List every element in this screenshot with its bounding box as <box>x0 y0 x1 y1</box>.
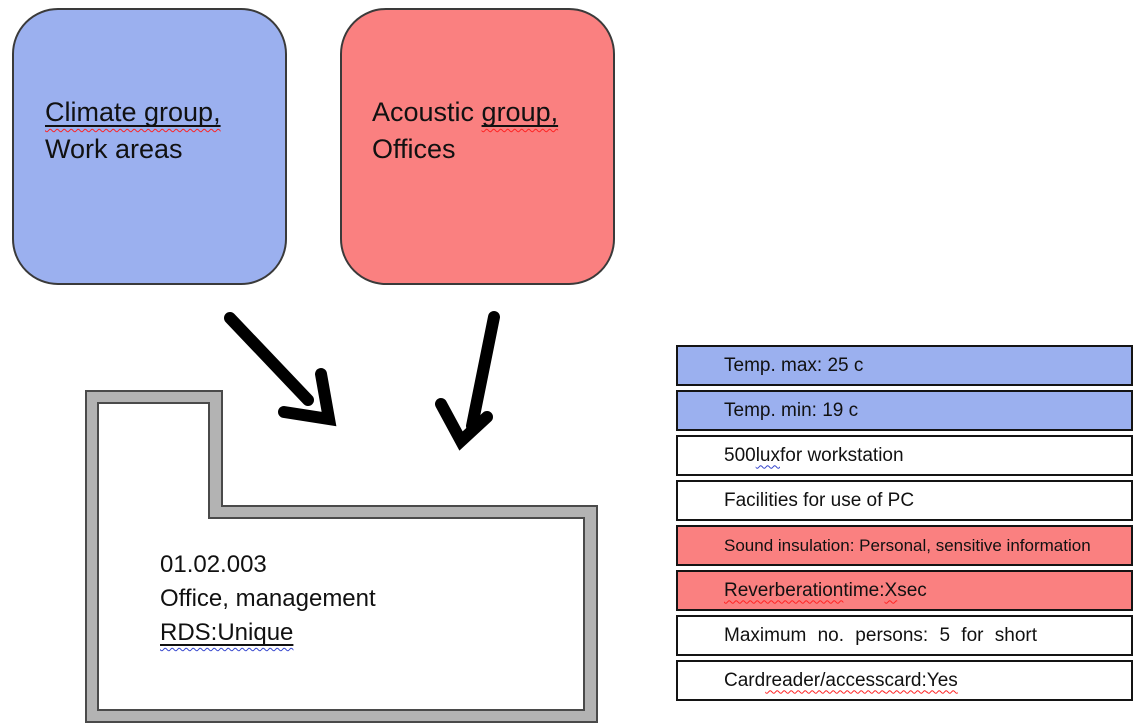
plain-text: Acoustic <box>372 97 482 127</box>
requirements-table: Temp. max: 25 c Temp. min: 19 c 500 lux fo… <box>676 345 1133 705</box>
misspelled-word: Reverberation <box>724 579 844 601</box>
thick-arrow-left-icon <box>224 312 337 427</box>
requirement-row: Card reader/access card: Yes <box>676 660 1133 701</box>
row-text: Card <box>724 669 766 691</box>
acoustic-box-title-line2: Offices <box>372 134 456 164</box>
row-text: Temp. min: 19 c <box>724 399 859 421</box>
arrow-head <box>278 368 337 427</box>
requirement-row: Facilities for use of PC <box>676 480 1133 521</box>
misspelled-word: reader/access <box>765 669 885 691</box>
climate-box-title: Climate group, Work areas <box>45 94 221 168</box>
acoustic-box-title-line1: Acoustic group, <box>372 94 558 131</box>
requirement-row: Sound insulation: Personal, sensitive in… <box>676 525 1133 566</box>
arrow-head <box>435 398 493 451</box>
misspelled-word: X <box>884 579 898 601</box>
requirement-row: Maximum no. persons: 5 for short <box>676 615 1133 656</box>
row-text: Temp. max: 25 c <box>724 354 864 376</box>
row-text: Facilities for use of PC <box>724 489 915 511</box>
row-text: Maximum no. persons: 5 for short <box>724 624 1037 646</box>
underlined-text: group, <box>482 97 559 127</box>
misspelled-word: lux <box>755 444 780 466</box>
acoustic-box-title: Acoustic group, Offices <box>372 94 558 168</box>
row-text: sec <box>897 579 927 601</box>
misspelled-word: card: <box>884 669 927 691</box>
misspelled-word: Climate group, <box>45 97 221 127</box>
requirement-row: 500 lux for workstation <box>676 435 1133 476</box>
requirement-row: Temp. min: 19 c <box>676 390 1133 431</box>
room-id: 01.02.003 <box>160 551 267 578</box>
requirement-row: Reverberation time: X sec <box>676 570 1133 611</box>
room-label: 01.02.003 Office, management RDS:Unique <box>160 548 376 650</box>
climate-box-title-line1: Climate group, <box>45 94 221 131</box>
misspelled-word: RDS:Unique <box>160 619 294 646</box>
requirement-row: Temp. max: 25 c <box>676 345 1133 386</box>
row-text: for workstation <box>780 444 904 466</box>
underlined-text: Climate group, <box>45 97 221 127</box>
climate-box-title-line2: Work areas <box>45 134 183 164</box>
climate-group-box: Climate group, Work areas <box>12 8 287 285</box>
room-name: Office, management <box>160 585 376 612</box>
thick-arrow-right-icon <box>435 311 500 451</box>
misspelled-word: group, <box>481 97 559 127</box>
room-rds-line: RDS:Unique <box>160 616 376 650</box>
underlined-text: RDS:Unique <box>160 619 293 646</box>
row-text: time: <box>843 579 885 601</box>
row-text: Sound insulation: Personal, sensitive in… <box>724 535 1091 555</box>
room-outline-shape <box>85 390 598 723</box>
acoustic-group-box: Acoustic group, Offices <box>340 8 615 285</box>
misspelled-word: Yes <box>926 669 958 691</box>
arrow-shaft <box>466 311 500 432</box>
arrow-shaft <box>224 312 314 406</box>
row-text: 500 <box>724 444 756 466</box>
